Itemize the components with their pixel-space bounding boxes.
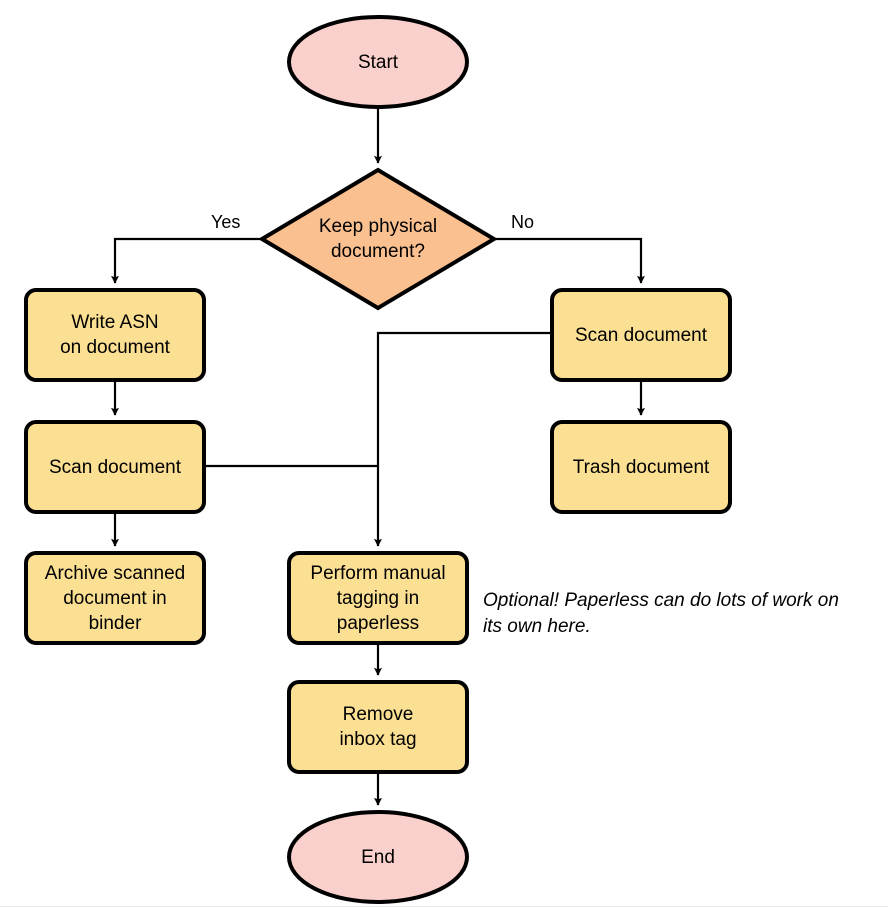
node-archive-scanned-document-in-binder[interactable]: [24, 551, 206, 645]
node-keep-physical-document[interactable]: [258, 167, 498, 311]
edge-label-yes: Yes: [211, 212, 241, 232]
edge-decision-yes-to-write-asn: [111, 237, 262, 284]
node-scan-document-left[interactable]: [24, 420, 206, 514]
node-remove-inbox-tag[interactable]: [287, 680, 469, 774]
annotation-optional-note: Optional! Paperless can do lots of work …: [483, 590, 839, 637]
edge-label-no: No: [511, 212, 535, 232]
node-end[interactable]: [287, 810, 469, 904]
edge-scan-right-to-manual-tagging: [374, 331, 552, 547]
node-scan-document-right[interactable]: [550, 288, 732, 382]
node-trash-document[interactable]: [550, 420, 732, 514]
node-write-asn-on-document[interactable]: [24, 288, 206, 382]
node-start[interactable]: [287, 15, 469, 109]
node-perform-manual-tagging-in-paperless[interactable]: [287, 551, 469, 645]
edge-decision-no-to-scan-right: [494, 237, 645, 284]
